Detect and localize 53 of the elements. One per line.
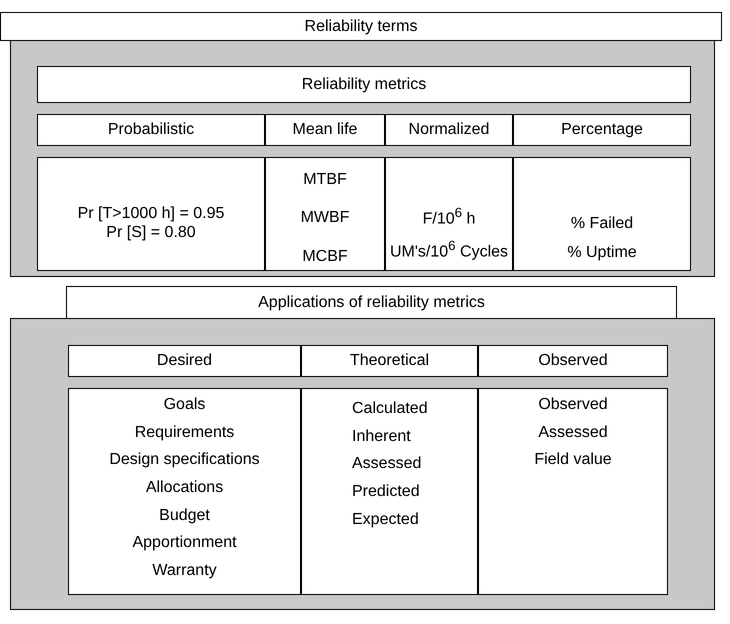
header-text: Applications of reliability metrics [258, 292, 485, 312]
header-cell [0, 12, 722, 41]
table-cell [37, 157, 265, 271]
header-cell [385, 114, 513, 146]
cell-text: F/10$^{6}$ h [422, 204, 476, 228]
cell-text: MWBF [300, 208, 350, 228]
cell-text: % Uptime [567, 242, 637, 262]
cell-text: Apportionment [132, 533, 237, 553]
cell-text: Observed [538, 395, 608, 414]
cell-text: Expected [352, 510, 419, 529]
header-text: Observed [538, 351, 608, 371]
header-text: Desired [156, 351, 212, 371]
cell-text: Design specifications [109, 450, 260, 470]
header-cell [301, 345, 478, 377]
table-cell [385, 157, 513, 271]
cell-text: Pr [S] = 0.80 [106, 223, 196, 242]
cell-text: MTBF [303, 170, 347, 190]
cell-text: UM's/10$^{6}$ Cycles [390, 238, 508, 262]
table-cell [265, 157, 385, 271]
table-cell [478, 388, 668, 595]
cell-text: Allocations [146, 478, 224, 498]
header-text: Reliability metrics [302, 74, 426, 94]
header-cell [68, 345, 301, 377]
header-cell [37, 66, 691, 103]
cell-text: Predicted [352, 482, 420, 502]
table-cell [68, 388, 301, 595]
cell-text: Budget [159, 506, 210, 525]
header-text: Theoretical [350, 351, 430, 371]
cell-text: Field value [534, 450, 612, 470]
cell-text: Calculated [352, 399, 428, 418]
header-text: Reliability terms [304, 16, 418, 36]
table-cell [513, 157, 691, 271]
cell-text: Pr [T>1000 h] = 0.95 [78, 204, 224, 223]
header-cell [513, 114, 691, 146]
cell-text: Assessed [538, 422, 608, 442]
cell-text: Goals [164, 395, 206, 414]
cell-text: Requirements [134, 422, 234, 442]
cell-text: Warranty [152, 561, 217, 580]
cell-text: Inherent [352, 426, 411, 446]
cell-text: Assessed [352, 454, 422, 474]
panel-background [10, 318, 715, 610]
cell-text: MCBF [302, 246, 348, 266]
table-cell [301, 388, 478, 595]
header-cell [66, 286, 677, 319]
header-cell [37, 114, 265, 146]
cell-text: % Failed [570, 214, 634, 233]
panel-background [10, 40, 715, 277]
header-cell [265, 114, 385, 146]
header-text: Normalized [408, 120, 490, 140]
header-cell [478, 345, 668, 377]
header-text: Mean life [292, 120, 358, 140]
header-text: Percentage [561, 120, 643, 140]
header-text: Probabilistic [108, 120, 194, 140]
